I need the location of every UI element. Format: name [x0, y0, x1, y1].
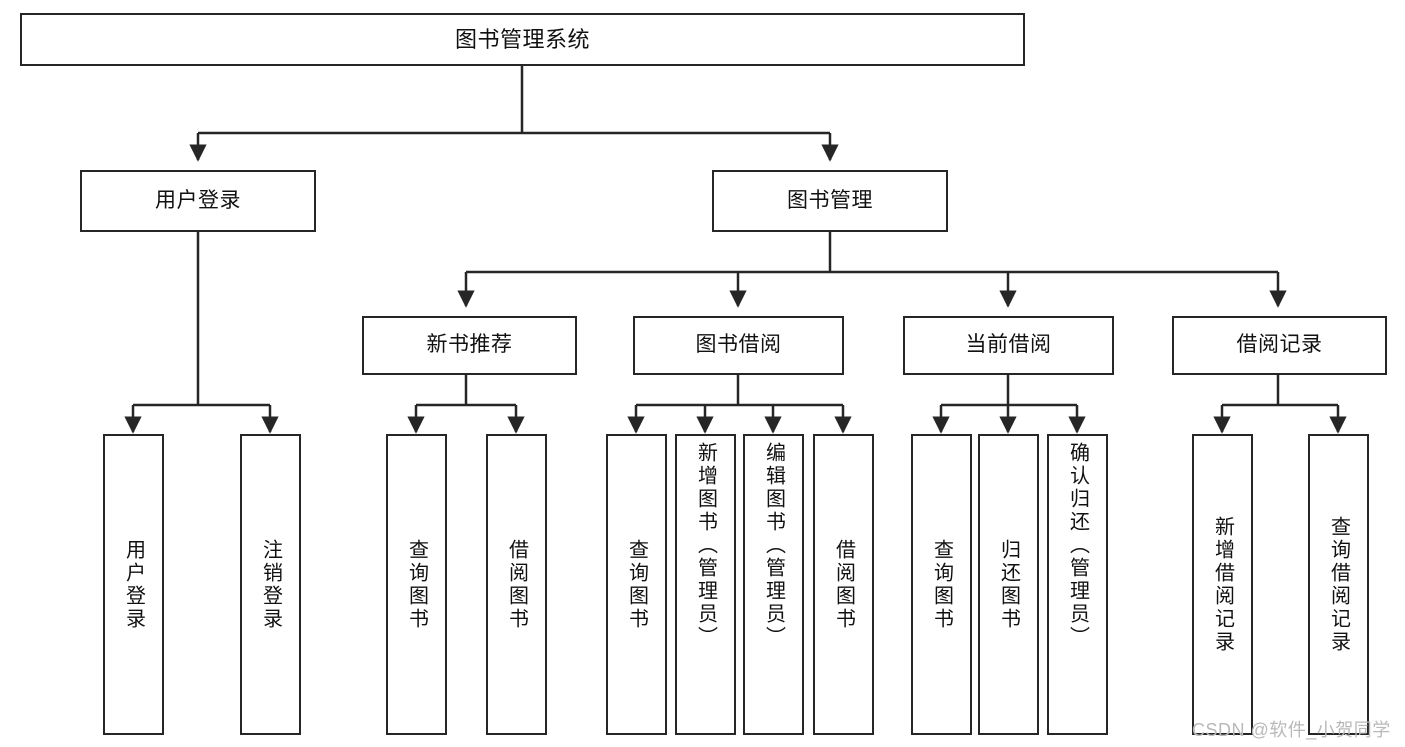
leaf-user-login[interactable]: 用户登录 — [103, 434, 164, 735]
node-label: 确认归还（管理员） — [1066, 442, 1089, 649]
node-current-borrow[interactable]: 当前借阅 — [903, 316, 1114, 375]
leaf-borrow-book-1[interactable]: 借阅图书 — [486, 434, 547, 735]
node-label: 编辑图书（管理员） — [762, 442, 785, 649]
leaf-confirm-return-admin[interactable]: 确认归还（管理员） — [1047, 434, 1108, 735]
node-label: 查询图书 — [930, 538, 953, 631]
node-new-book-recommend[interactable]: 新书推荐 — [362, 316, 577, 375]
node-label: 当前借阅 — [965, 333, 1052, 357]
node-label: 用户登录 — [122, 538, 145, 631]
node-label: 借阅记录 — [1236, 333, 1323, 357]
leaf-add-borrow-record[interactable]: 新增借阅记录 — [1192, 434, 1253, 735]
node-label: 用户登录 — [155, 188, 241, 212]
leaf-borrow-book-2[interactable]: 借阅图书 — [813, 434, 874, 735]
leaf-return-book[interactable]: 归还图书 — [978, 434, 1039, 735]
node-user-login[interactable]: 用户登录 — [80, 170, 316, 232]
node-label: 图书借阅 — [695, 333, 782, 357]
node-label: 借阅图书 — [505, 538, 528, 631]
node-label: 注销登录 — [259, 538, 282, 631]
node-label: 新书推荐 — [426, 333, 513, 357]
node-root-system[interactable]: 图书管理系统 — [20, 13, 1025, 66]
node-label: 新增借阅记录 — [1211, 515, 1234, 654]
node-book-management[interactable]: 图书管理 — [712, 170, 948, 232]
leaf-edit-book-admin[interactable]: 编辑图书（管理员） — [743, 434, 804, 735]
node-label: 图书管理 — [787, 188, 873, 212]
leaf-query-book-3[interactable]: 查询图书 — [911, 434, 972, 735]
node-label: 图书管理系统 — [454, 26, 590, 52]
csdn-watermark: CSDN @软件_小贺同学 — [1192, 720, 1391, 740]
leaf-query-book-1[interactable]: 查询图书 — [386, 434, 447, 735]
node-label: 查询图书 — [405, 538, 428, 631]
node-label: 归还图书 — [997, 538, 1020, 631]
node-label: 查询借阅记录 — [1327, 515, 1350, 654]
leaf-logout-login[interactable]: 注销登录 — [240, 434, 301, 735]
node-label: 查询图书 — [625, 538, 648, 631]
leaf-query-borrow-record[interactable]: 查询借阅记录 — [1308, 434, 1369, 735]
node-book-borrow[interactable]: 图书借阅 — [633, 316, 844, 375]
leaf-add-book-admin[interactable]: 新增图书（管理员） — [675, 434, 736, 735]
node-borrow-record[interactable]: 借阅记录 — [1172, 316, 1387, 375]
leaf-query-book-2[interactable]: 查询图书 — [606, 434, 667, 735]
node-label: 新增图书（管理员） — [694, 442, 717, 649]
node-label: 借阅图书 — [832, 538, 855, 631]
